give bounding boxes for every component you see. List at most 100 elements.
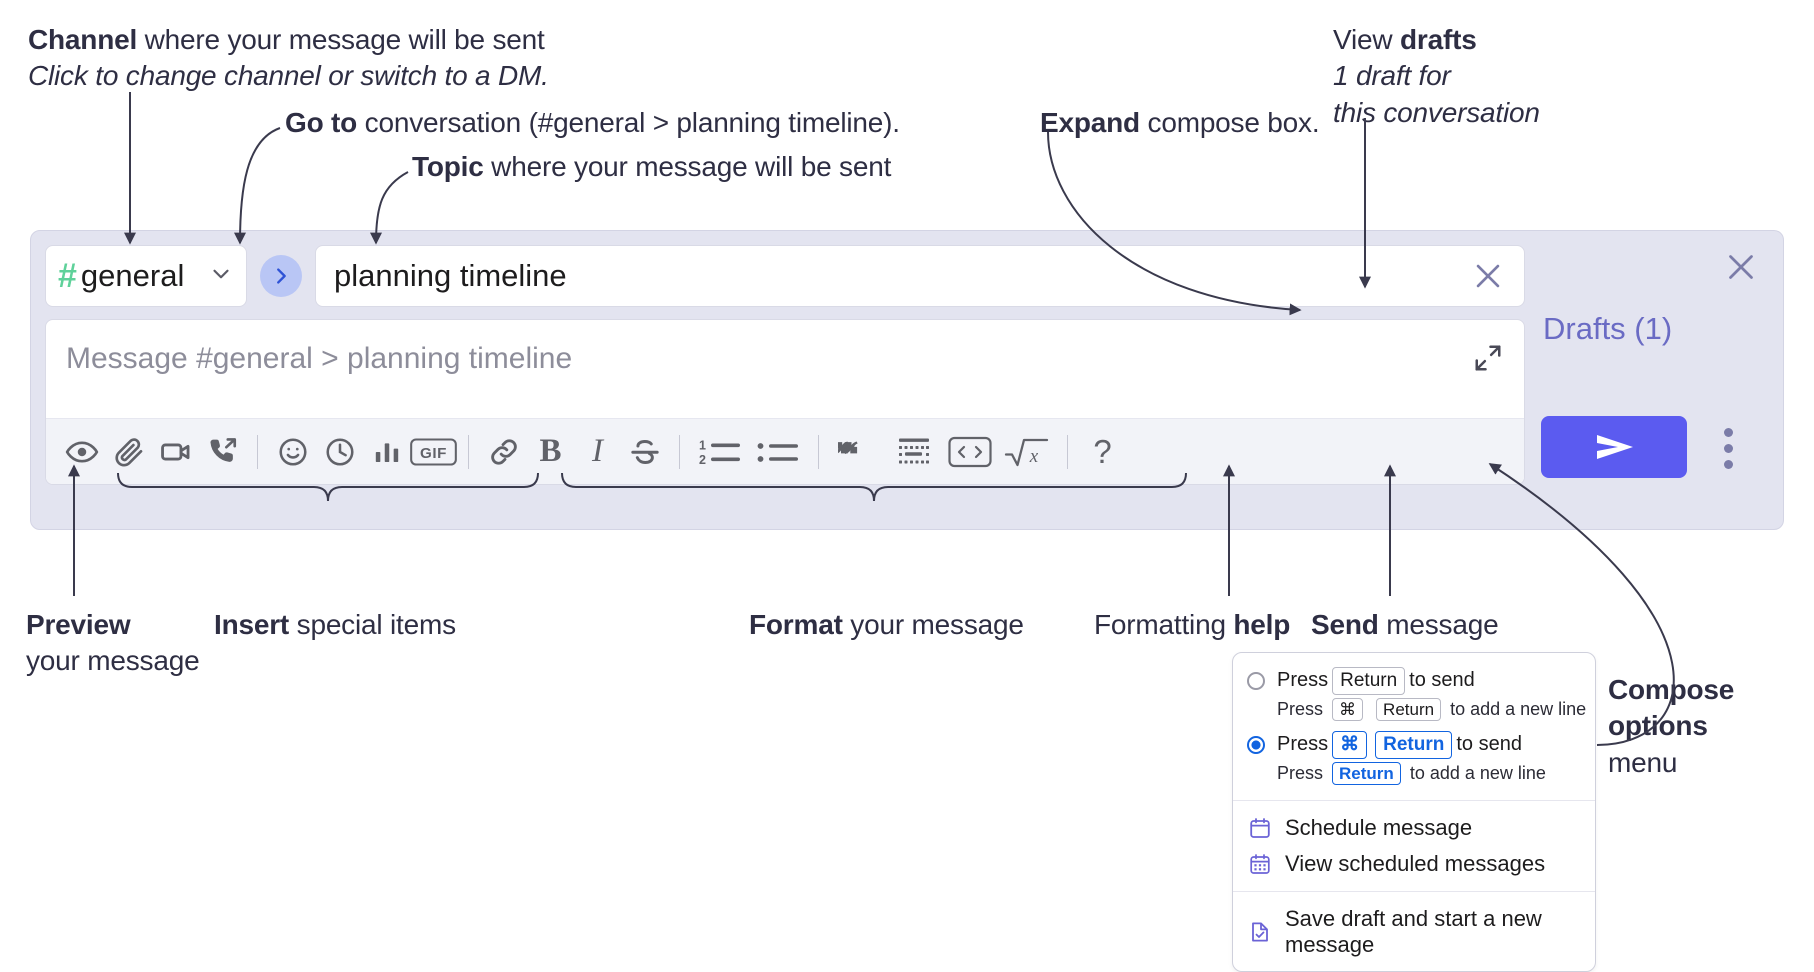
compose-header-row: # general planning timeline — [45, 245, 1525, 307]
save-draft-icon — [1247, 919, 1273, 945]
annotation-expand: Expand compose box. — [1040, 105, 1320, 141]
bold-label: B — [539, 433, 562, 469]
audio-call-icon[interactable] — [199, 428, 246, 475]
annotation-insert: Insert special items — [214, 607, 456, 643]
close-icon[interactable] — [1721, 247, 1761, 287]
channel-selector-button[interactable]: # general — [45, 245, 247, 307]
annotation-drafts: View drafts 1 draft for this conversatio… — [1333, 22, 1540, 131]
menu-item-view-scheduled-messages[interactable]: View scheduled messages — [1233, 846, 1595, 882]
drafts-link[interactable]: Drafts (1) — [1543, 311, 1673, 346]
emoji-icon[interactable] — [269, 428, 316, 475]
menu-radio-option[interactable]: Press Return to send Press ⌘ Return to a… — [1233, 663, 1595, 727]
kebab-dot — [1723, 443, 1733, 453]
toolbar-separator — [257, 434, 258, 469]
key-command: ⌘ — [1332, 697, 1364, 721]
toolbar-separator — [679, 434, 680, 469]
radio-button-selected[interactable] — [1247, 735, 1265, 754]
toolbar-separator — [1067, 434, 1068, 469]
key-command: ⌘ — [1332, 731, 1368, 759]
preview-icon[interactable] — [58, 428, 105, 475]
annotation-channel-italic: Click to change channel or switch to a D… — [28, 60, 549, 92]
channel-name-label: general — [80, 258, 185, 293]
poll-icon[interactable] — [363, 428, 410, 475]
annotation-topic: Topic where your message will be sent — [412, 149, 891, 185]
message-input[interactable]: Message #general > planning timeline — [46, 320, 1524, 418]
link-icon[interactable] — [480, 428, 527, 475]
annotation-expand-rest: compose box. — [1139, 107, 1320, 138]
help-icon[interactable]: ? — [1079, 428, 1126, 475]
annotation-format-bold: Format — [749, 609, 843, 640]
annotation-preview-bold: Preview — [26, 609, 131, 640]
code-block-icon[interactable] — [886, 428, 942, 475]
hash-icon: # — [58, 257, 77, 295]
key-return: Return — [1332, 761, 1401, 785]
annotation-goto-bold: Go to — [285, 107, 358, 138]
compose-right-rail: Drafts (1) — [1523, 231, 1783, 529]
annotation-channel-rest: where your message will be sent — [137, 24, 545, 55]
message-placeholder: Message #general > planning timeline — [66, 342, 573, 375]
annotation-goto-rest: conversation (#general > planning timeli… — [357, 107, 900, 138]
radio-button[interactable] — [1247, 671, 1265, 690]
annotation-format-rest: your message — [842, 609, 1024, 640]
bold-icon[interactable]: B — [527, 428, 574, 475]
strikethrough-icon[interactable] — [621, 428, 668, 475]
menu-item-label: Schedule message — [1285, 815, 1473, 840]
formatting-toolbar: GIF B I 1 2 — [46, 418, 1524, 484]
toolbar-separator — [818, 434, 819, 469]
menu-item-schedule-message[interactable]: Schedule message — [1233, 810, 1595, 846]
annotation-send-bold: Send — [1311, 609, 1379, 640]
topic-input[interactable]: planning timeline — [315, 245, 1525, 307]
sub-post: to add a new line — [1409, 762, 1546, 783]
code-icon[interactable] — [942, 428, 998, 475]
send-button[interactable] — [1541, 416, 1687, 478]
sub-pre: Press — [1277, 698, 1324, 719]
key-return: Return — [1375, 731, 1453, 759]
kebab-dot — [1723, 459, 1733, 469]
close-icon[interactable] — [1468, 256, 1508, 296]
svg-text:2: 2 — [699, 453, 706, 467]
sub-pre: Press — [1277, 762, 1324, 783]
svg-text:1: 1 — [699, 438, 706, 452]
option-pre: Press — [1277, 733, 1329, 756]
calendar-icon — [1247, 815, 1273, 841]
message-input-wrapper: Message #general > planning timeline — [45, 319, 1525, 485]
annotation-topic-rest: where your message will be sent — [483, 151, 892, 182]
annotation-insert-rest: special items — [289, 609, 456, 640]
annotation-format: Format your message — [749, 607, 1024, 643]
calendar-grid-icon — [1247, 851, 1273, 877]
help-label: ? — [1093, 433, 1112, 470]
annotation-compose-options-bold-1: Compose — [1608, 674, 1735, 705]
annotation-drafts-italic-1: 1 draft for — [1333, 60, 1451, 92]
annotation-goto: Go to conversation (#general > planning … — [285, 105, 900, 141]
math-icon[interactable]: x — [998, 428, 1056, 475]
compose-options-menu: Press Return to send Press ⌘ Return to a… — [1232, 652, 1596, 972]
gif-icon[interactable]: GIF — [410, 428, 457, 475]
annotation-help-bold: help — [1233, 609, 1291, 640]
kebab-dot — [1723, 427, 1733, 437]
annotation-help: Formatting help — [1094, 607, 1290, 643]
ordered-list-icon[interactable]: 1 2 — [691, 428, 749, 475]
annotation-send: Send message — [1311, 607, 1499, 643]
expand-icon[interactable] — [1468, 338, 1508, 378]
menu-radio-option[interactable]: Press ⌘ Return to send Press Return to a… — [1233, 727, 1595, 791]
menu-item-save-draft[interactable]: Save draft and start a new message — [1233, 901, 1595, 963]
menu-item-label: Save draft and start a new message — [1285, 906, 1542, 957]
key-return: Return — [1376, 697, 1442, 721]
clock-icon[interactable] — [316, 428, 363, 475]
annotation-preview: Preview your message — [26, 607, 200, 680]
annotation-help-lead: Formatting — [1094, 609, 1234, 640]
more-options-icon[interactable] — [1711, 421, 1745, 475]
annotation-drafts-italic-2: this conversation — [1333, 96, 1540, 128]
annotation-compose-options: Compose options menu — [1608, 672, 1734, 781]
topic-value: planning timeline — [334, 258, 567, 293]
attachment-icon[interactable] — [105, 428, 152, 475]
option-post: to send — [1409, 669, 1475, 692]
blockquote-icon[interactable] — [830, 428, 886, 475]
go-to-conversation-button[interactable] — [260, 255, 302, 297]
sub-post: to add a new line — [1450, 698, 1587, 719]
annotation-channel-bold: Channel — [28, 24, 138, 55]
italic-icon[interactable]: I — [574, 428, 621, 475]
video-icon[interactable] — [152, 428, 199, 475]
option-post: to send — [1456, 733, 1522, 756]
bulleted-list-icon[interactable] — [749, 428, 807, 475]
